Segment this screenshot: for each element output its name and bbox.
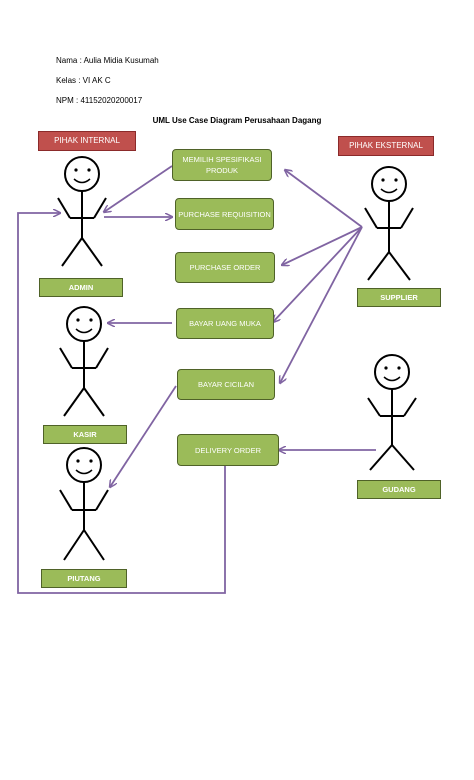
actor-label-piutang: PIUTANG [41, 569, 127, 588]
arrow-memilih-to-admin [104, 165, 173, 212]
class-label: Kelas : VI AK C [56, 76, 111, 85]
usecase-bayar-cicilan: BAYAR CICILAN [177, 369, 275, 400]
diagram-title: UML Use Case Diagram Perusahaan Dagang [152, 116, 322, 125]
usecase-delivery-order: DELIVERY ORDER [177, 434, 279, 466]
actor-label-supplier: SUPPLIER [357, 288, 441, 307]
admin-actor-figure [57, 156, 107, 267]
kasir-actor-figure [59, 306, 109, 417]
npm-label: NPM : 41152020200017 [56, 96, 143, 105]
arrow-cicilan-to-piutang [110, 385, 177, 487]
actor-label-admin: ADMIN [39, 278, 123, 297]
internal-group-header: PIHAK INTERNAL [38, 131, 136, 151]
arrow-supplier-to-cicilan [280, 226, 363, 383]
actor-label-gudang: GUDANG [357, 480, 441, 499]
usecase-bayar-uang-muka: BAYAR UANG MUKA [176, 308, 274, 339]
gudang-actor-figure [367, 354, 417, 471]
supplier-actor-figure [364, 166, 414, 281]
external-group-header: PIHAK EKSTERNAL [338, 136, 434, 156]
usecase-purchase-requisition: PURCHASE REQUISITION [175, 198, 274, 230]
arrow-delivery-to-admin [17, 213, 226, 594]
actor-label-kasir: KASIR [43, 425, 127, 444]
usecase-memilih-spesifikasi-produk: MEMILIH SPESIFIKASI PRODUK [172, 149, 272, 181]
author-name: Nama : Aulia Midia Kusumah [56, 56, 159, 65]
arrow-supplier-to-memilih [285, 170, 363, 228]
usecase-purchase-order: PURCHASE ORDER [175, 252, 275, 283]
arrow-supplier-to-uangmuka [273, 226, 363, 322]
arrow-supplier-to-po [282, 226, 363, 265]
piutang-actor-figure [59, 447, 109, 561]
